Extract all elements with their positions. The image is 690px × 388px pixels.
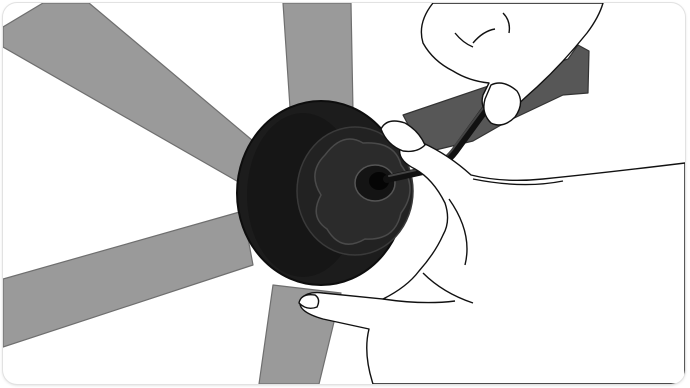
leg-upper-left — [3, 3, 265, 188]
leg-lower-left — [3, 211, 253, 347]
left-hand-index-nail — [299, 295, 319, 309]
assembly-illustration — [3, 3, 685, 384]
illustration-frame — [3, 3, 685, 384]
right-hand-thumb — [484, 83, 521, 125]
